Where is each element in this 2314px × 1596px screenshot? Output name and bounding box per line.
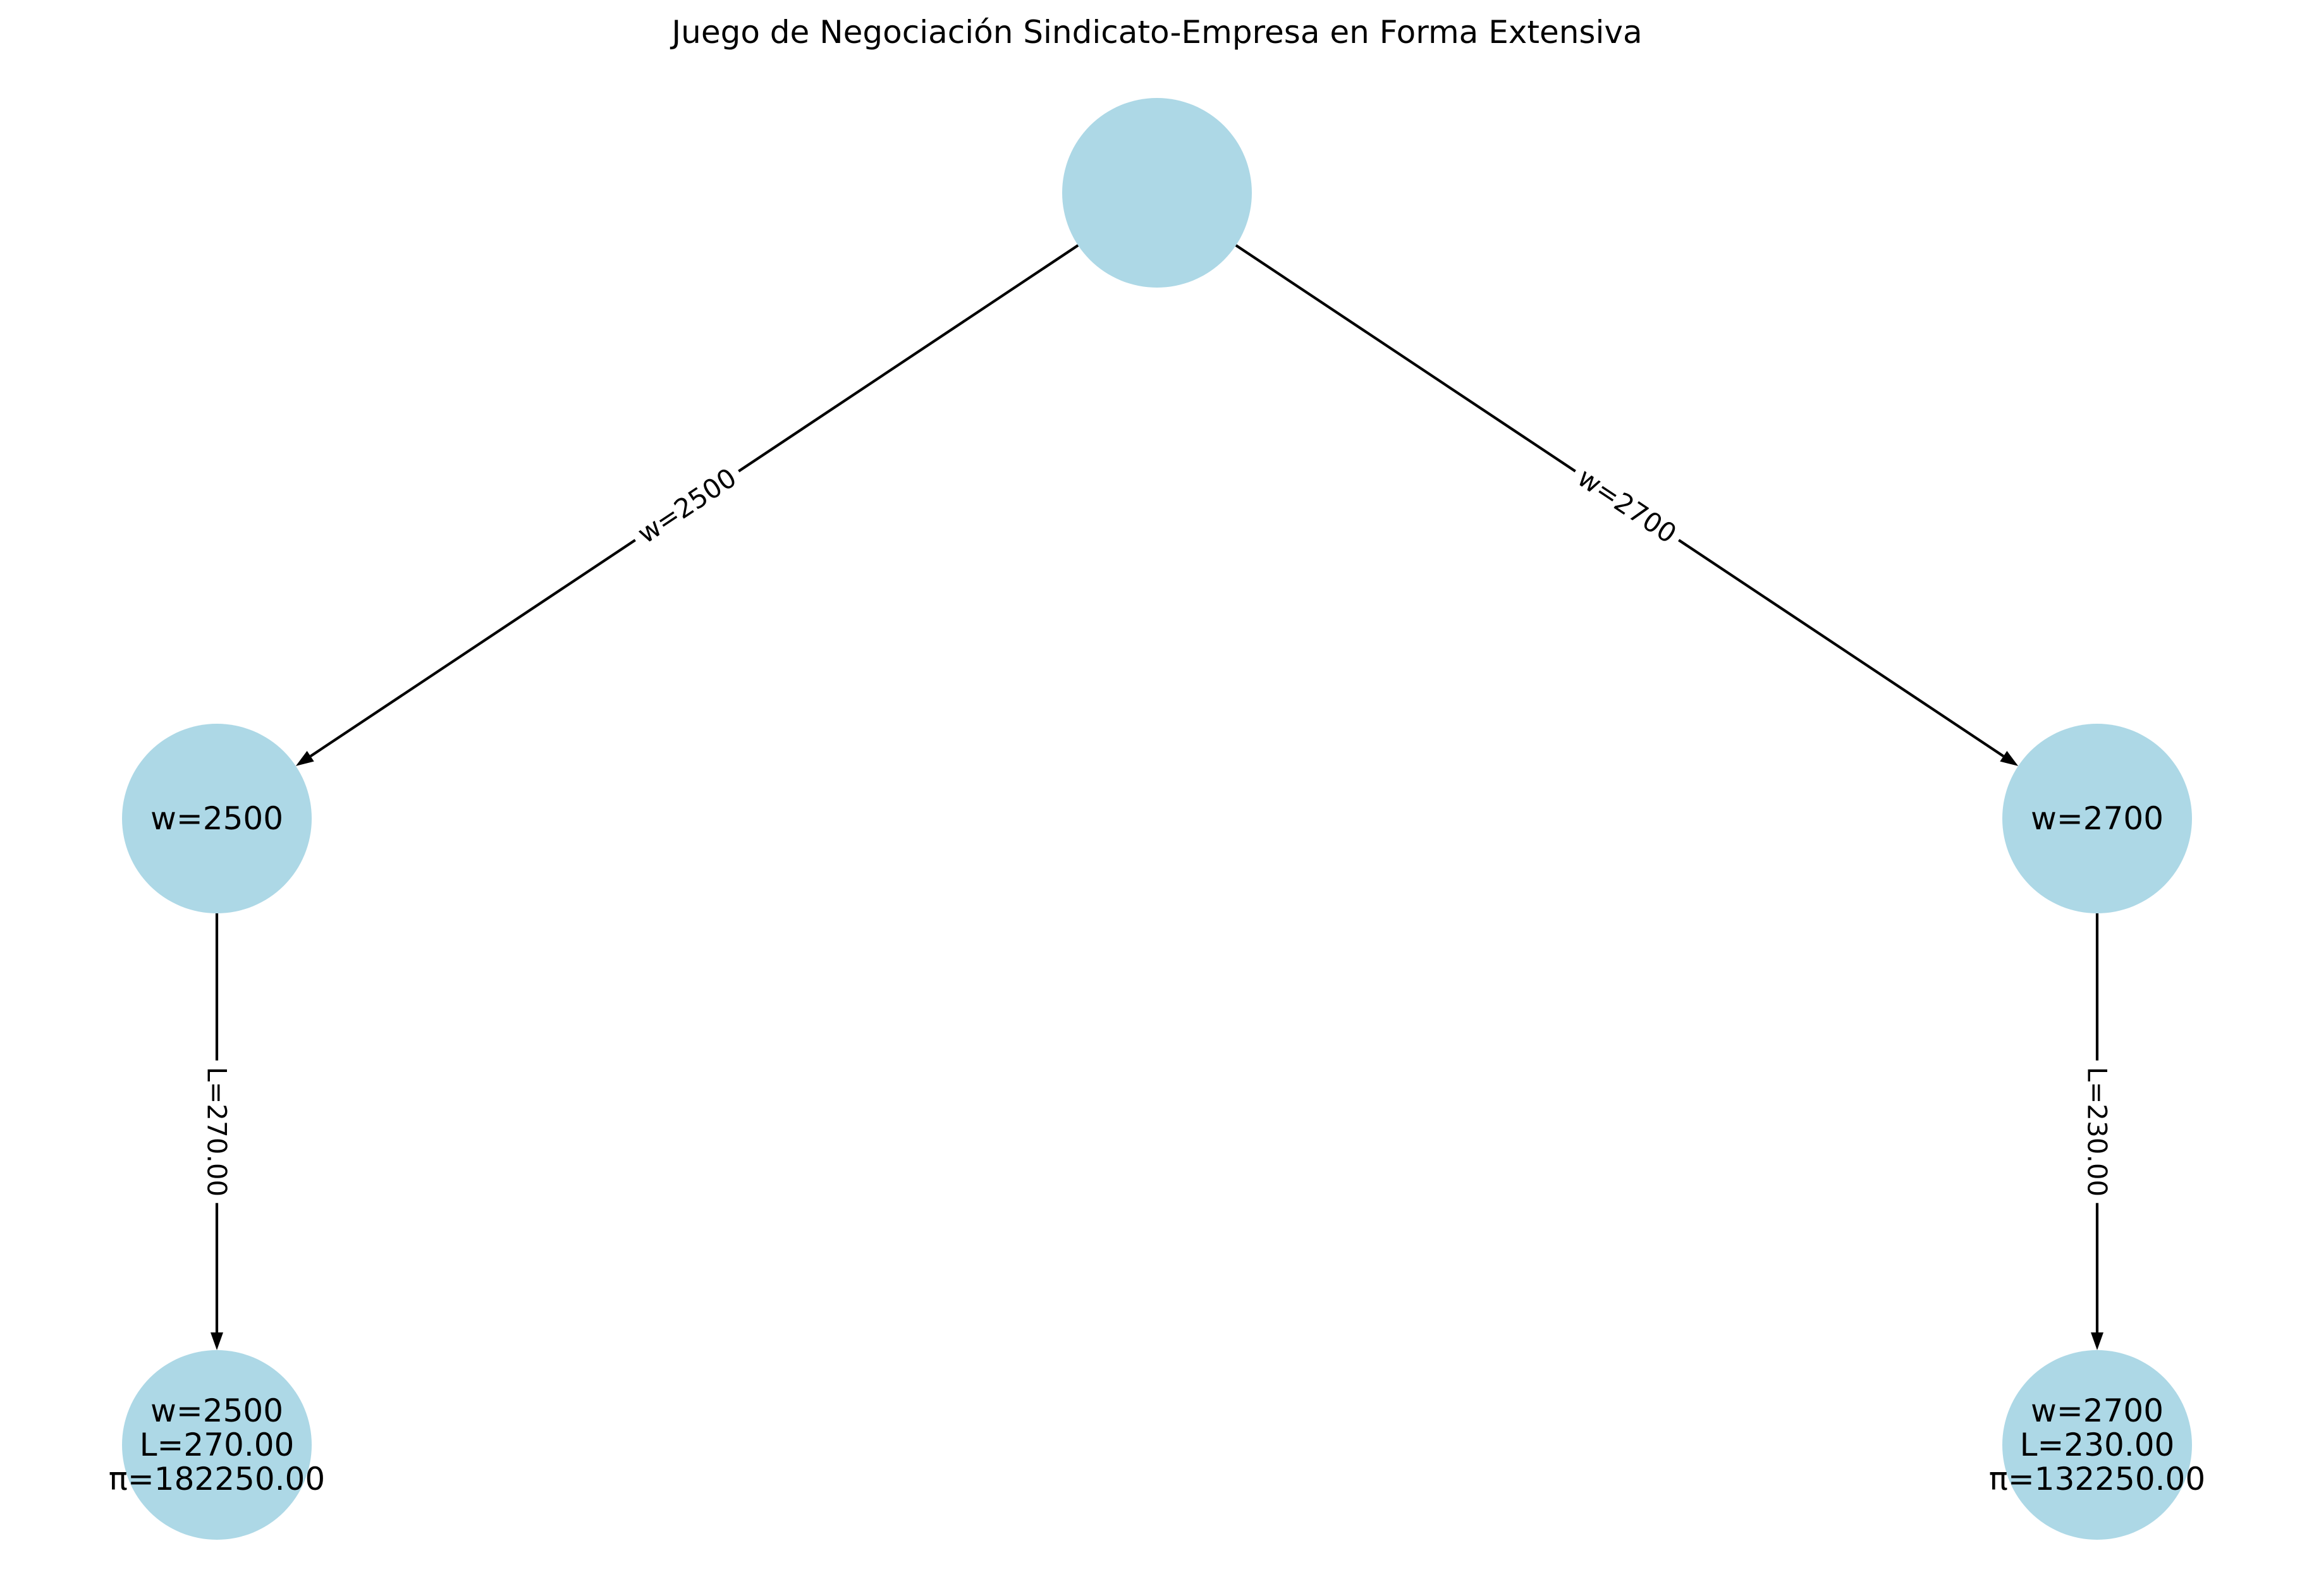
node-label-line: L=230.00 xyxy=(2020,1427,2175,1463)
node-circle xyxy=(2002,1350,2192,1540)
node-w2500: w=2500 xyxy=(122,724,312,913)
edge-label-background xyxy=(1564,455,1690,556)
node-label-line: L=270.00 xyxy=(140,1427,295,1463)
node-root xyxy=(1062,98,1252,288)
edge-label: L=270.00 xyxy=(197,1060,236,1203)
arrow-head-icon xyxy=(2000,751,2019,766)
node-circle xyxy=(2002,724,2192,913)
edge-label-text: L=270.00 xyxy=(202,1067,233,1197)
node-label-line: w=2700 xyxy=(2031,800,2164,837)
node-label-line: π=182250.00 xyxy=(109,1461,325,1497)
diagram-title: Juego de Negociación Sindicato-Empresa e… xyxy=(670,14,1642,51)
node-circle xyxy=(122,724,312,913)
edge-label-text: L=230.00 xyxy=(2082,1067,2113,1197)
arrow-head-icon xyxy=(295,751,314,766)
arrow-head-icon xyxy=(2091,1332,2103,1350)
edge-label-text: w=2500 xyxy=(632,462,742,550)
node-label-line: w=2700 xyxy=(2031,1392,2164,1429)
edges-layer xyxy=(211,244,2103,1350)
node-w2700: w=2700 xyxy=(2002,724,2192,913)
edge-label-background xyxy=(624,455,750,556)
node-circle xyxy=(1062,98,1252,288)
edge-label-background xyxy=(2078,1060,2117,1203)
node-label-line: w=2500 xyxy=(150,800,283,837)
arrow-head-icon xyxy=(211,1332,223,1350)
edge-label: L=230.00 xyxy=(2078,1060,2117,1203)
edge-label-text: w=2700 xyxy=(1572,462,1682,550)
node-label-line: w=2500 xyxy=(150,1392,283,1429)
edge-label-background xyxy=(197,1060,236,1203)
edge-label: w=2500 xyxy=(624,455,750,556)
node-label-line: π=132250.00 xyxy=(1989,1461,2205,1497)
node-circle xyxy=(122,1350,312,1540)
edge-label: w=2700 xyxy=(1564,455,1690,556)
